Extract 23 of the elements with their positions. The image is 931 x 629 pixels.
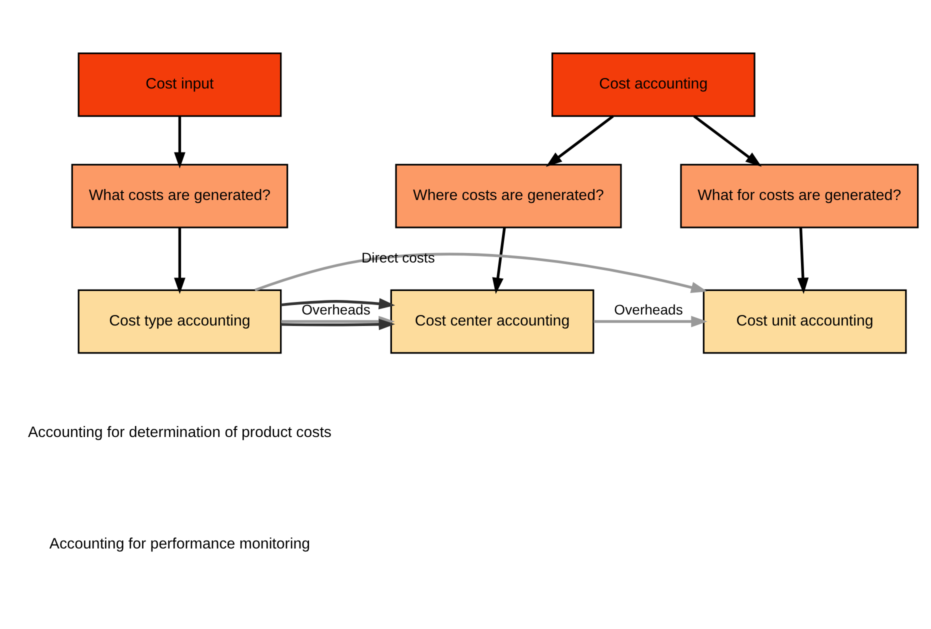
arrow (280, 298, 396, 310)
legend-label: Accounting for determination of product costs (28, 424, 332, 441)
node-box: What costs are generated? (71, 164, 288, 228)
arrow (546, 115, 614, 167)
edge-label: Overheads (614, 301, 683, 318)
node-box: Cost center accounting (390, 289, 594, 354)
node-box: Cost accounting (551, 52, 756, 117)
arrow (254, 252, 708, 294)
arrow (280, 318, 396, 330)
arrow (174, 228, 186, 294)
arrow (693, 115, 762, 167)
node-box: Cost input (78, 52, 282, 117)
arrow (174, 116, 186, 168)
node-box: Cost type accounting (78, 289, 282, 354)
edge-label: Overheads (302, 301, 370, 318)
edge-label: Direct costs (361, 249, 435, 266)
arrow (492, 227, 506, 294)
node-box: What for costs are generated? (680, 164, 919, 228)
node-box: Where costs are generated? (395, 164, 622, 228)
legend-label: Accounting for performance monitoring (49, 535, 310, 552)
node-box: Cost unit accounting (702, 289, 907, 354)
arrow (797, 228, 809, 294)
arrow (594, 316, 708, 328)
